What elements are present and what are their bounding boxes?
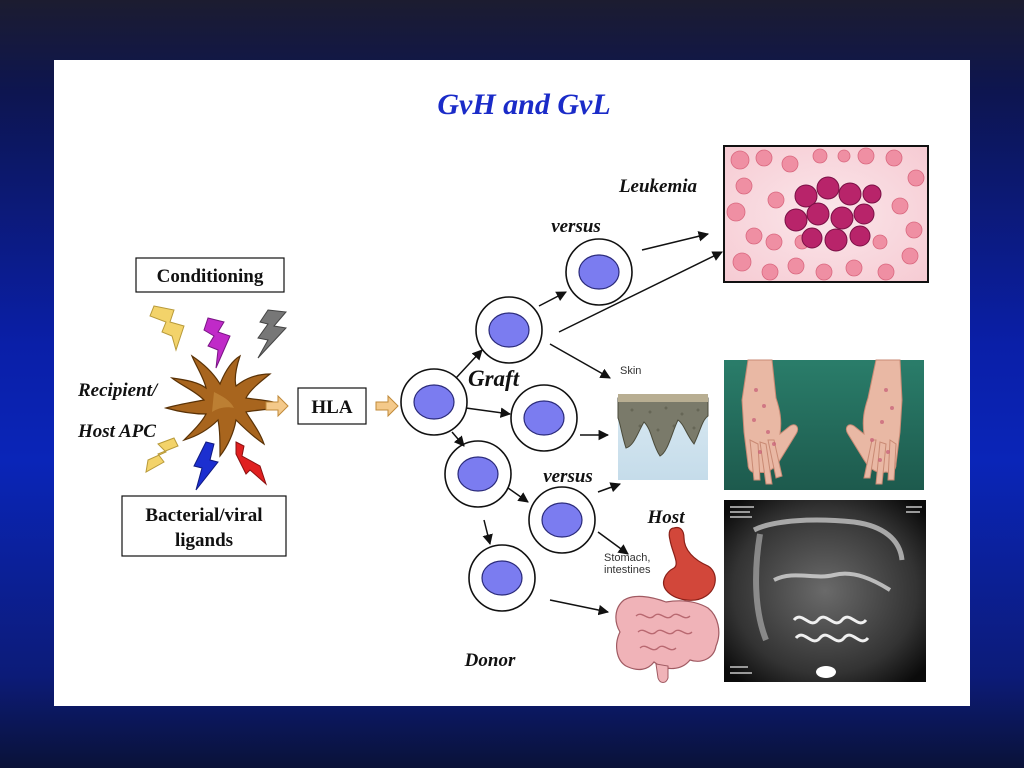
donor-t-cell (511, 385, 577, 451)
hla-label: HLA (311, 397, 352, 418)
donor-t-cell (566, 239, 632, 305)
ligands-box: Bacterial/viral ligands (122, 496, 286, 556)
block-arrow-icon (266, 396, 288, 416)
slide-title: GvH and GvL (437, 88, 610, 121)
lightning-bolt-icon (150, 306, 184, 350)
host-apc-label: Host APC (77, 421, 156, 442)
stomach-label-line1: Stomach, (604, 552, 650, 564)
ligands-label-line1: Bacterial/viral (145, 505, 262, 526)
leukemia-micrograph (724, 146, 928, 282)
donor-t-cell (529, 487, 595, 553)
stomach-intestines-icon: Stomach, intestines (604, 527, 719, 682)
donor-t-cell (445, 441, 511, 507)
lightning-bolt-icon (194, 442, 218, 490)
slide: GvH and GvL Conditioning Recipient/ Host… (54, 60, 970, 706)
hla-box: HLA (298, 388, 366, 424)
recipient-label: Recipient/ (77, 380, 159, 401)
lightning-bolt-icon (204, 318, 230, 368)
skin-label: Skin (620, 365, 641, 377)
block-arrow-icon (376, 396, 398, 416)
gvh-gvl-diagram: GvH and GvL Conditioning Recipient/ Host… (54, 60, 970, 706)
donor-label: Donor (464, 650, 516, 671)
lightning-bolt-icon (146, 438, 178, 472)
versus-bottom-label: versus (543, 466, 593, 487)
lightning-bolt-icon (236, 442, 266, 484)
ligands-label-line2: ligands (175, 530, 233, 551)
versus-top-label: versus (551, 216, 601, 237)
donor-t-cell (401, 369, 467, 435)
donor-t-cell (476, 297, 542, 363)
abdominal-xray (724, 500, 926, 682)
lightning-bolt-icon (258, 310, 286, 358)
hands-rash-photo (724, 360, 924, 490)
host-label: Host (647, 507, 686, 528)
conditioning-box: Conditioning (136, 258, 284, 292)
donor-t-cell (469, 545, 535, 611)
conditioning-label: Conditioning (157, 266, 264, 287)
leukemia-label: Leukemia (618, 176, 698, 197)
graft-label: Graft (468, 366, 520, 391)
stomach-label-line2: intestines (604, 564, 651, 576)
skin-section-icon: Skin (618, 365, 708, 480)
